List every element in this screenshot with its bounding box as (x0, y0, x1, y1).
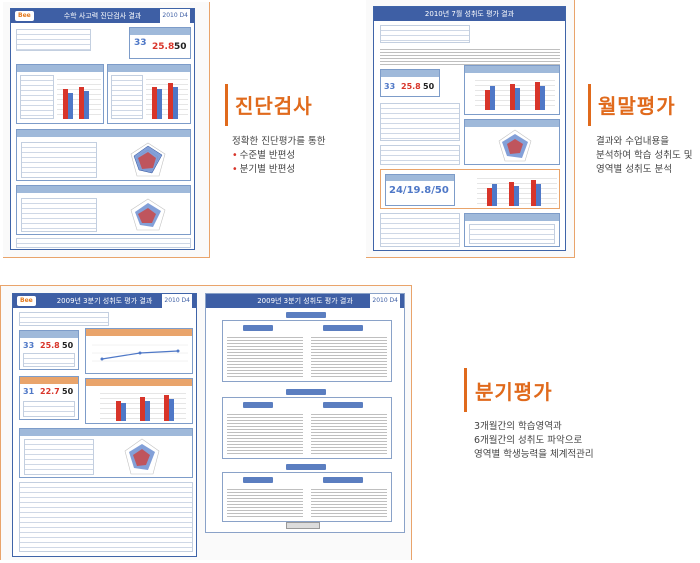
score-detail-table-1 (380, 103, 460, 141)
sheet-header: 2010년 7월 성취도 평가 결과 (374, 7, 565, 21)
bar-chart-box-left (16, 64, 104, 124)
monthly-description: 결과와 수업내용을 분석하여 학습 성취도 및 영역별 성취도 분석 (596, 135, 692, 177)
student-info-table (380, 25, 470, 43)
quarterly-accent-bar (464, 368, 467, 412)
diagnostic-accent-bar (225, 84, 228, 126)
score-value-5: 22.7 (40, 387, 60, 396)
brand-logo: Bee (15, 11, 34, 21)
score-value-2: 25.8 (40, 341, 60, 350)
comment-table (19, 482, 193, 552)
diagnostic-report-sheet: Bee 수학 사고력 진단검사 결과 2010 D4 33 25.8 50 (10, 8, 195, 250)
score-summary-box-1: 33 25.8 50 (19, 330, 79, 370)
quarterly-report-sheet-2: 2009년 3분기 성취도 평가 결과 2010 D4 (205, 293, 405, 533)
score-value-3: 50 (423, 82, 435, 91)
sheet-title: 2010년 7월 성취도 평가 결과 (424, 10, 515, 18)
score-value-2: 25.8 (152, 42, 175, 52)
bar-chart-box (85, 378, 193, 424)
bar-chart-box-1 (464, 65, 560, 115)
radar-box-2 (464, 213, 560, 247)
quarterly-report-sheet-1: Bee 2009년 3분기 성취도 평가 결과 2010 D4 33 25.8 … (12, 293, 197, 557)
score-value-3: 50 (174, 42, 187, 52)
score-summary-box-2: 31 22.7 50 (19, 376, 79, 420)
quarterly-desc-line-1: 3개월간의 학습영역과 (474, 421, 562, 432)
comment-text (380, 47, 560, 65)
monthly-title: 월말평가 (598, 94, 676, 118)
analysis-block-2 (222, 397, 392, 459)
quarterly-desc-line-3: 영역별 학생능력을 체계적관리 (474, 449, 594, 460)
score-detail-table-2 (380, 145, 460, 165)
monthly-desc-line-3: 영역별 성취도 분석 (596, 164, 672, 175)
diagnostic-bullet-2: 분기별 반편성 (239, 164, 296, 175)
quarterly-title: 분기평가 (475, 380, 553, 404)
bottom-score-table (16, 238, 191, 248)
score-summary-box: 33 25.8 50 (129, 27, 191, 59)
student-info-table (19, 312, 109, 326)
sheet-header: 2009년 3분기 성취도 평가 결과 2010 D4 (206, 294, 404, 308)
diagnostic-description: 정확한 진단평가를 통한 •수준별 반편성 •분기별 반편성 (232, 136, 326, 175)
line-chart-box (85, 328, 193, 374)
brand-logo: Bee (17, 296, 36, 306)
score-value-4: 31 (23, 387, 35, 396)
radar-box (19, 428, 193, 478)
sheet-title: 2009년 3분기 성취도 평가 결과 (257, 297, 353, 305)
score-detail-table-3 (380, 213, 460, 247)
print-button[interactable] (286, 522, 320, 529)
radar-box-1 (16, 129, 191, 181)
student-info-table (16, 29, 91, 51)
analysis-block-3 (222, 472, 392, 522)
monthly-desc-line-2: 분석하여 학습 성취도 및 (596, 150, 693, 161)
score-value-2: 25.8 (401, 82, 421, 91)
sheet-year: 2010 D4 (160, 9, 190, 23)
sheet-header: Bee 2009년 3분기 성취도 평가 결과 2010 D4 (13, 294, 196, 308)
monthly-accent-bar (588, 84, 591, 126)
monthly-desc-line-1: 결과와 수업내용을 (596, 136, 669, 147)
bar-chart-box-right (107, 64, 191, 124)
score-value-1: 33 (134, 38, 147, 48)
sheet-header: Bee 수학 사고력 진단검사 결과 2010 D4 (11, 9, 194, 23)
radar-box-2 (16, 185, 191, 235)
score-value-6: 50 (62, 387, 74, 396)
big-score: 24/19.8/50 (389, 185, 449, 196)
score-summary-box: 33 25.8 50 (380, 69, 440, 97)
quarterly-description: 3개월간의 학습영역과 6개월간의 성취도 파악으로 영역별 학생능력을 체계적… (474, 420, 594, 462)
diagnostic-desc-line: 정확한 진단평가를 통한 (232, 136, 326, 147)
score-value-3: 50 (62, 341, 74, 350)
analysis-block-1 (222, 320, 392, 382)
radar-box (464, 119, 560, 165)
sheet-title: 수학 사고력 진단검사 결과 (63, 12, 142, 20)
monthly-score-highlight: 24/19.8/50 (380, 169, 560, 209)
sheet-title: 2009년 3분기 성취도 평가 결과 (56, 297, 153, 305)
quarterly-desc-line-2: 6개월간의 성취도 파악으로 (474, 435, 583, 446)
diagnostic-bullet-1: 수준별 반편성 (239, 150, 296, 161)
monthly-report-sheet: 2010년 7월 성취도 평가 결과 33 25.8 50 24/19.8/50 (373, 6, 566, 251)
sheet-year: 2010 D4 (370, 294, 400, 308)
diagnostic-title: 진단검사 (235, 94, 313, 118)
score-value-1: 33 (384, 82, 396, 91)
sheet-year: 2010 D4 (162, 294, 192, 308)
score-value-1: 33 (23, 341, 35, 350)
